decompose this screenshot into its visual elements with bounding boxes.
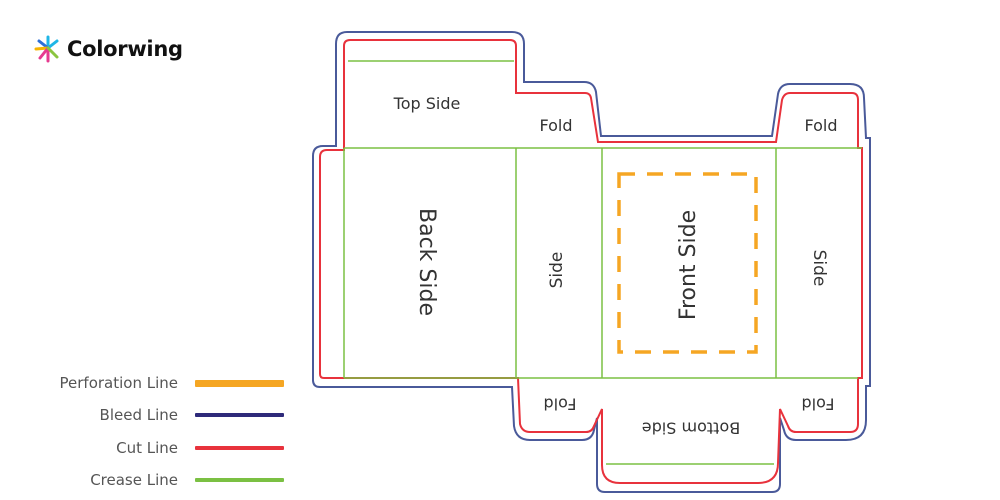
legend-swatch [195, 478, 284, 482]
legend-item-crease: Crease Line [40, 469, 290, 491]
legend-item-cut: Cut Line [40, 437, 290, 459]
legend-label: Bleed Line [99, 406, 178, 424]
brand-name: Colorwing [67, 37, 183, 61]
legend-swatch [195, 413, 284, 417]
label-back-side: Back Side [414, 208, 439, 316]
label-side-right: Side [809, 250, 829, 287]
crease-lines [343, 60, 862, 465]
cut-line [319, 39, 863, 484]
legend-label: Cut Line [116, 439, 178, 457]
label-front-side: Front Side [676, 210, 701, 320]
legend-item-perforation: Perforation Line [40, 372, 290, 394]
starburst-logo-icon [34, 35, 59, 63]
label-fold-top-left: Fold [539, 116, 572, 135]
perforation-line [617, 172, 758, 354]
legend-item-bleed: Bleed Line [40, 404, 290, 426]
label-side-left: Side [547, 252, 567, 289]
brand-logo: Colorwing [33, 32, 183, 66]
bleed-line [312, 31, 871, 493]
legend-label: Crease Line [90, 471, 178, 489]
legend-swatch [195, 446, 284, 450]
legend-swatch [195, 380, 284, 387]
label-fold-top-right: Fold [804, 116, 837, 135]
legend-label: Perforation Line [59, 374, 178, 392]
label-top-side: Top Side [393, 94, 461, 113]
label-fold-bottom-right: Fold [801, 395, 834, 414]
label-fold-bottom-left: Fold [543, 395, 576, 414]
label-bottom-side: Bottom Side [642, 419, 740, 438]
